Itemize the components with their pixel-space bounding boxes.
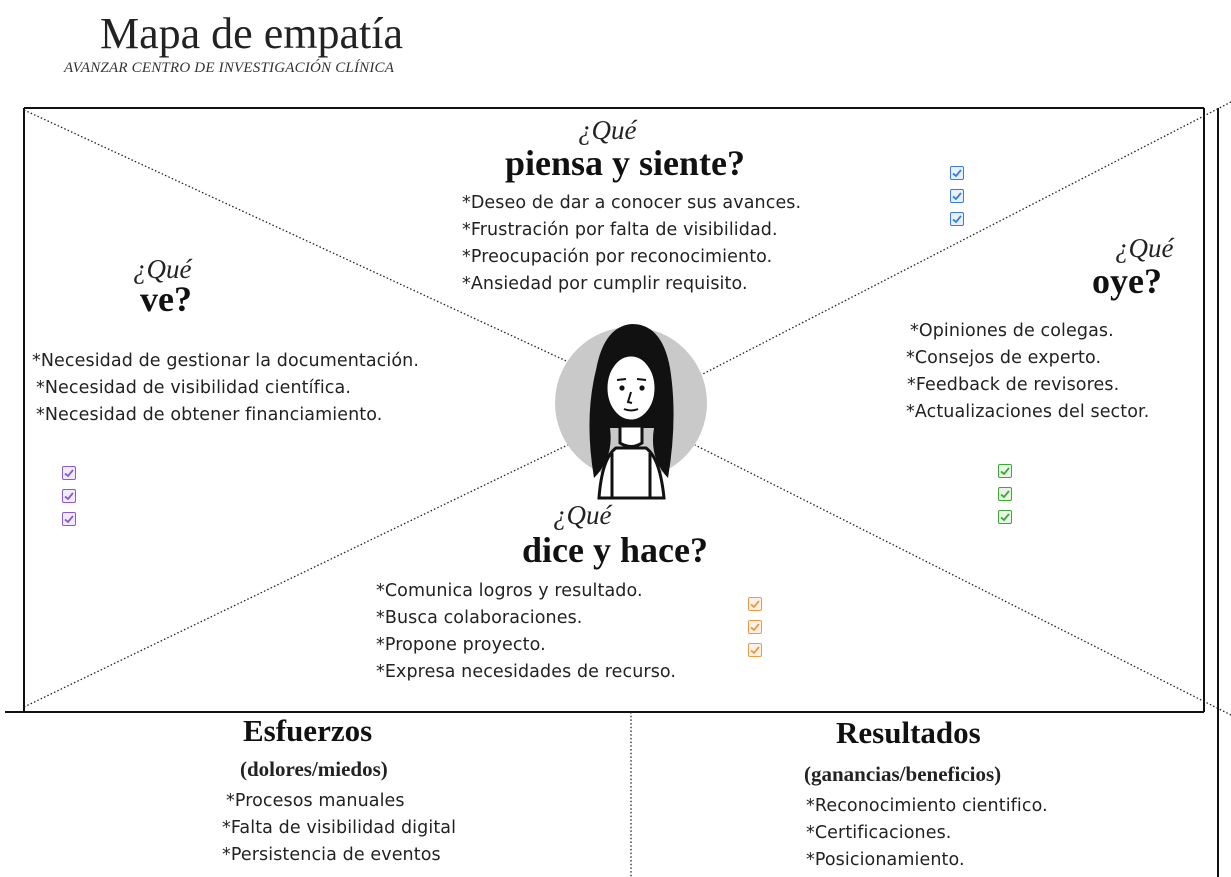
list-item: *Deseo de dar a conocer sus avances. [462, 193, 802, 213]
piensa-prefix: ¿Qué [578, 115, 637, 145]
checkbox-checked-icon[interactable] [950, 189, 964, 203]
list-item: *Certificaciones. [806, 823, 952, 843]
oye-list: *Opiniones de colegas. *Consejos de expe… [906, 320, 1149, 428]
list-item: *Frustración por falta de visibilidad. [462, 220, 778, 240]
list-item: *Posicionamiento. [806, 850, 965, 870]
resultados-subheading: (ganancias/beneficios) [804, 762, 1002, 786]
list-item: *Procesos manuales [226, 791, 405, 811]
page-subtitle: AVANZAR CENTRO DE INVESTIGACIÓN CLÍNICA [64, 60, 395, 76]
diagonal-bottom-right [694, 444, 1231, 716]
list-item: *Reconocimiento cientifico. [806, 796, 1048, 816]
esfuerzos-subheading: (dolores/miedos) [240, 757, 388, 781]
list-item: *Preocupación por reconocimiento. [462, 247, 773, 267]
ve-list: *Necesidad de gestionar la documentación… [32, 350, 419, 431]
oye-checkboxes [998, 464, 1012, 524]
page-title: Mapa de empatía [100, 9, 403, 58]
checkbox-checked-icon[interactable] [998, 464, 1012, 478]
list-item: *Expresa necesidades de recurso. [376, 662, 677, 682]
list-item: *Actualizaciones del sector. [906, 402, 1150, 422]
checkbox-checked-icon[interactable] [748, 597, 762, 611]
ve-heading: ve? [140, 279, 192, 319]
woman-avatar-icon [554, 308, 709, 500]
checkbox-checked-icon[interactable] [748, 643, 762, 657]
esfuerzos-list: *Procesos manuales *Falta de visibilidad… [222, 790, 456, 871]
ve-checkboxes [62, 466, 76, 526]
checkbox-checked-icon[interactable] [950, 166, 964, 180]
oye-heading: oye? [1092, 261, 1162, 301]
esfuerzos-heading: Esfuerzos [243, 713, 373, 748]
oye-prefix: ¿Qué [1115, 233, 1174, 263]
list-item: *Opiniones de colegas. [910, 321, 1114, 341]
resultados-heading: Resultados [836, 715, 981, 750]
dice-prefix: ¿Qué [553, 500, 612, 530]
dice-checkboxes [748, 597, 762, 657]
list-item: *Propone proyecto. [376, 635, 546, 655]
list-item: *Consejos de experto. [906, 348, 1102, 368]
list-item: *Feedback de revisores. [907, 375, 1120, 395]
list-item: *Ansiedad por cumplir requisito. [462, 274, 748, 294]
checkbox-checked-icon[interactable] [748, 620, 762, 634]
list-item: *Necesidad de visibilidad científica. [36, 378, 352, 398]
list-item: *Comunica logros y resultado. [376, 581, 643, 601]
checkbox-checked-icon[interactable] [950, 212, 964, 226]
list-item: *Persistencia de eventos [222, 845, 441, 865]
resultados-list: *Reconocimiento cientifico. *Certificaci… [806, 795, 1048, 876]
ve-prefix: ¿Qué [133, 254, 192, 284]
checkbox-checked-icon[interactable] [62, 512, 76, 526]
dice-list: *Comunica logros y resultado. *Busca col… [376, 580, 676, 688]
diagonal-top-left [23, 109, 576, 366]
piensa-checkboxes [950, 166, 964, 226]
diagonal-bottom-left [23, 439, 579, 708]
list-item: *Necesidad de gestionar la documentación… [32, 351, 420, 371]
diagonal-top-right [694, 101, 1231, 379]
checkbox-checked-icon[interactable] [62, 489, 76, 503]
list-item: *Busca colaboraciones. [376, 608, 583, 628]
checkbox-checked-icon[interactable] [998, 510, 1012, 524]
checkbox-checked-icon[interactable] [998, 487, 1012, 501]
checkbox-checked-icon[interactable] [62, 466, 76, 480]
dice-heading: dice y hace? [522, 530, 708, 570]
list-item: *Necesidad de obtener financiamiento. [36, 405, 383, 425]
piensa-heading: piensa y siente? [505, 143, 746, 183]
piensa-list: *Deseo de dar a conocer sus avances. *Fr… [462, 192, 801, 300]
list-item: *Falta de visibilidad digital [222, 818, 457, 838]
